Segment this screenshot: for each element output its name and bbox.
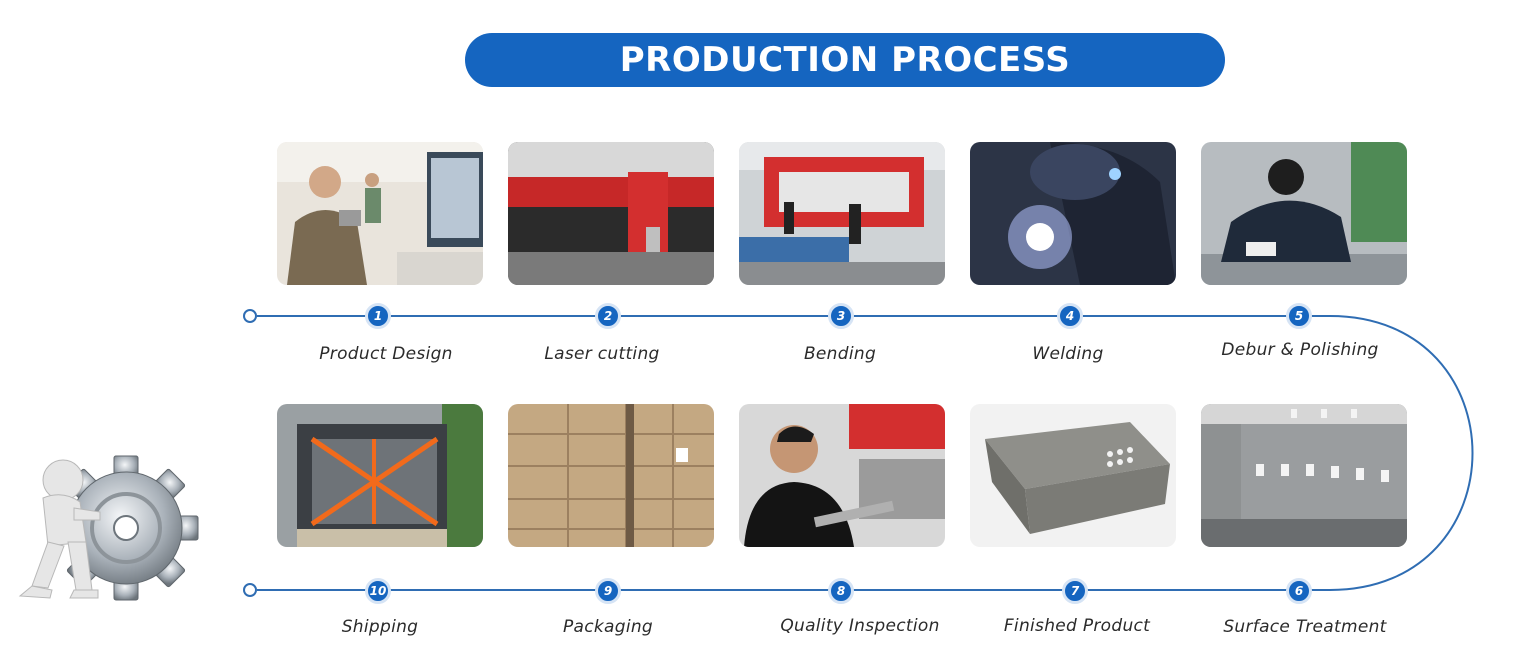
title-banner: PRODUCTION PROCESS <box>465 33 1225 87</box>
photo-surface-treatment <box>1201 404 1407 547</box>
photo-shipping <box>277 404 483 547</box>
timeline-start-dot <box>243 309 257 323</box>
photo-bending <box>739 142 945 285</box>
page-title: PRODUCTION PROCESS <box>619 40 1071 80</box>
step-label-debur-polishing: Debur & Polishing <box>1221 340 1379 360</box>
photo-debur-polishing <box>1201 142 1407 285</box>
step-label-surface-treatment: Surface Treatment <box>1223 617 1387 637</box>
step-number-6: 6 <box>1286 578 1312 604</box>
photo-laser-cutting <box>508 142 714 285</box>
timeline-end-dot <box>243 583 257 597</box>
step-number-4: 4 <box>1057 303 1083 329</box>
photo-finished-product <box>970 404 1176 547</box>
step-label-quality-inspection: Quality Inspection <box>780 616 940 636</box>
step-number-9: 9 <box>595 578 621 604</box>
step-number-10: 10 <box>365 578 391 604</box>
step-number-7: 7 <box>1062 578 1088 604</box>
step-label-laser-cutting: Laser cutting <box>544 344 660 364</box>
photo-quality-inspection <box>739 404 945 547</box>
step-label-packaging: Packaging <box>562 617 654 637</box>
photo-welding <box>970 142 1176 285</box>
step-label-shipping: Shipping <box>341 617 419 637</box>
photo-product-design <box>277 142 483 285</box>
gear-pushing-figure-icon <box>18 455 199 601</box>
step-number-8: 8 <box>828 578 854 604</box>
step-label-welding: Welding <box>1032 344 1104 364</box>
step-number-1: 1 <box>365 303 391 329</box>
step-number-5: 5 <box>1286 303 1312 329</box>
photo-packaging <box>508 404 714 547</box>
step-label-bending: Bending <box>803 344 877 364</box>
step-label-finished-product: Finished Product <box>1003 616 1151 636</box>
step-number-3: 3 <box>828 303 854 329</box>
step-label-product-design: Product Design <box>319 344 453 364</box>
step-number-2: 2 <box>595 303 621 329</box>
